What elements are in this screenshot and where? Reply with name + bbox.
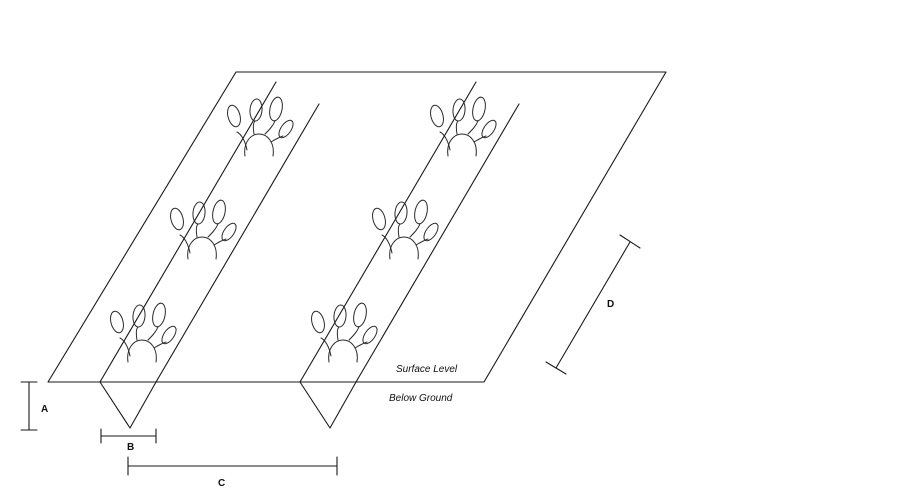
dimension-a-label: A [41, 404, 48, 415]
planting-row-2 [299, 81, 520, 429]
plant-icon [369, 198, 442, 260]
below-ground-label: Below Ground [389, 393, 453, 404]
plant-icon [427, 95, 500, 157]
dimension-d-label: D [607, 299, 614, 310]
dimension-b-label: B [127, 442, 134, 453]
dimension-b: B [100, 428, 157, 453]
plant-icon [107, 301, 180, 363]
planting-row-1 [99, 81, 320, 429]
plant-icon [308, 301, 381, 363]
plant-icon [224, 95, 297, 157]
dimension-a: A [20, 381, 48, 431]
dimension-c-label: C [218, 478, 225, 489]
ground-plane [47, 71, 667, 383]
trench-cross-section-2 [299, 381, 357, 429]
surface-level-label: Surface Level [396, 364, 458, 375]
plant-icon [167, 198, 240, 260]
dimension-c: C [127, 456, 338, 489]
dimension-d: D [545, 234, 641, 375]
trench-cross-section-1 [99, 381, 157, 429]
